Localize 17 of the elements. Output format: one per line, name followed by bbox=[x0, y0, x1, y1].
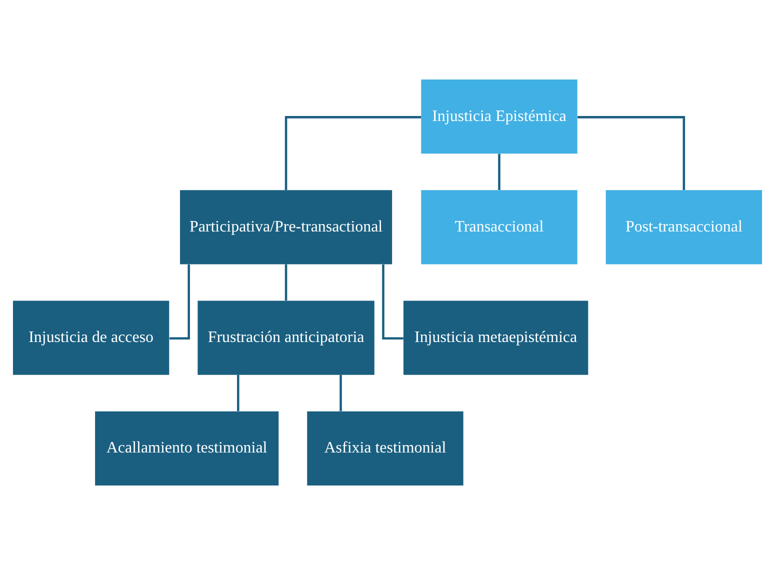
connector bbox=[170, 264, 190, 340]
node-box: Asfixia testimonial bbox=[307, 411, 464, 486]
node-box: Injusticia Epistémica bbox=[421, 80, 578, 154]
connector bbox=[578, 116, 686, 190]
connector bbox=[498, 154, 500, 190]
connector bbox=[382, 264, 404, 340]
node-box: Transaccional bbox=[421, 190, 578, 264]
node-box: Frustración anticipatoria bbox=[198, 300, 374, 375]
connector bbox=[284, 264, 288, 301]
node-box: Injusticia metaepistémica bbox=[403, 300, 588, 375]
node-box: Participativa/Pre-transactional bbox=[180, 190, 392, 264]
node-box: Injusticia de acceso bbox=[12, 300, 170, 375]
node-box: Acallamiento testimonial bbox=[95, 411, 279, 486]
connector bbox=[340, 374, 342, 412]
node-box: Post-transaccional bbox=[606, 190, 762, 264]
connector bbox=[284, 116, 422, 190]
connector bbox=[237, 374, 240, 412]
